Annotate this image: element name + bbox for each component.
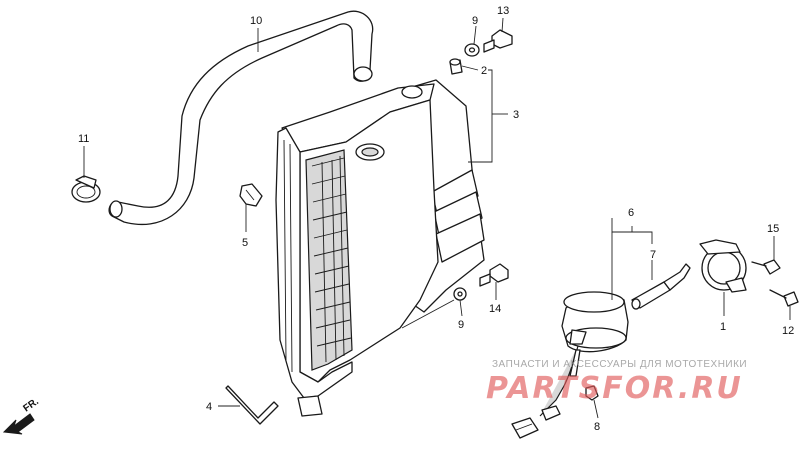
part-15-screw xyxy=(751,259,781,275)
part-1-band-clamp xyxy=(699,239,747,293)
part-8-small-clip xyxy=(585,385,599,401)
callout-1: 1 xyxy=(720,321,726,333)
callout-6: 6 xyxy=(628,207,634,219)
part-5-clip xyxy=(239,183,263,207)
part-3-air-cleaner-housing xyxy=(275,79,485,417)
part-9-grommet-middle xyxy=(453,287,467,301)
part-9-grommet-top xyxy=(464,43,480,57)
front-direction-indicator: FR. xyxy=(2,396,41,435)
part-7-pin-rod xyxy=(631,263,691,310)
watermark-caption: ЗАПЧАСТИ И АКСЕССУАРЫ ДЛЯ МОТОТЕХНИКИ xyxy=(492,359,747,370)
part-6-canister xyxy=(511,291,629,439)
callout-15: 15 xyxy=(767,223,779,235)
callout-labels: 10 9 13 2 3 11 5 4 14 9 6 7 8 1 15 12 xyxy=(78,5,794,433)
front-direction-label: FR. xyxy=(21,396,41,414)
front-arrow-icon xyxy=(2,413,35,435)
callout-5: 5 xyxy=(242,237,248,249)
callout-8: 8 xyxy=(594,421,600,433)
callout-2: 2 xyxy=(481,65,487,77)
callout-14: 14 xyxy=(489,303,501,315)
callout-10: 10 xyxy=(250,15,262,27)
callout-13: 13 xyxy=(497,5,509,17)
callout-9-middle: 9 xyxy=(458,319,464,331)
part-4-wire-clip xyxy=(225,385,279,425)
watermark-logo: PARTSFOR.RU xyxy=(486,371,743,406)
callout-9-top: 9 xyxy=(472,15,478,27)
watermark: ЗАПЧАСТИ И АКСЕССУАРЫ ДЛЯ МОТОТЕХНИКИ PA… xyxy=(486,359,747,406)
part-12-screw xyxy=(769,289,799,307)
part-10-breather-tube xyxy=(108,10,374,226)
callout-3: 3 xyxy=(513,109,519,121)
callout-12: 12 xyxy=(782,325,794,337)
callout-4: 4 xyxy=(206,401,212,413)
part-11-hose-clamp xyxy=(71,175,101,203)
leader-lines xyxy=(83,17,791,419)
part-13-bolt-top xyxy=(483,29,513,53)
callout-7: 7 xyxy=(650,249,656,261)
callout-11: 11 xyxy=(78,133,89,145)
part-14-bolt xyxy=(479,263,509,287)
part-2-collar xyxy=(449,58,463,75)
